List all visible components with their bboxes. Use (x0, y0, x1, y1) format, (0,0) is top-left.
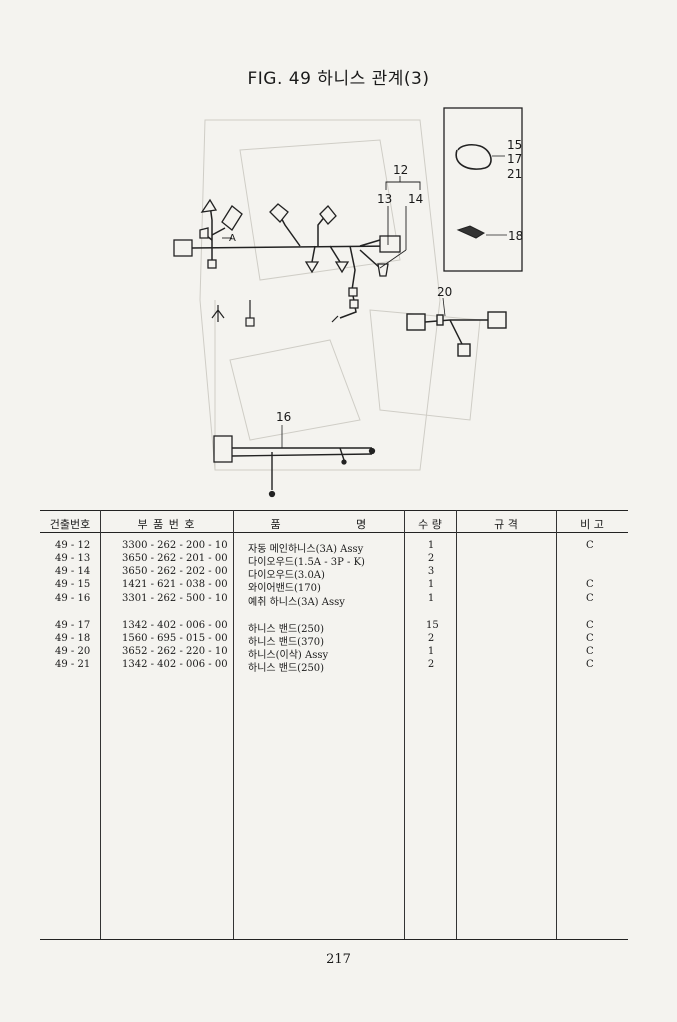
figure-title: FIG. 49 하니스 관계(3) (247, 69, 430, 89)
ref-no: 49 - 14 (55, 566, 91, 577)
harness-20 (406, 311, 507, 357)
part-number: 1342 - 402 - 006 - 00 (122, 659, 228, 670)
part-number: 3650 - 262 - 201 - 00 (122, 553, 228, 564)
remark: C (586, 540, 594, 551)
column-divider (100, 510, 101, 939)
ref-no: 49 - 16 (55, 593, 91, 604)
part-name: 다이오우드(1.5A - 3P - K) (248, 557, 365, 568)
part-number: 1342 - 402 - 006 - 00 (122, 620, 228, 631)
callout-14: 14 (408, 192, 423, 206)
callout-17: 17 (507, 152, 522, 166)
header-spec: 규 격 (494, 518, 518, 531)
callout-a: A (229, 233, 236, 244)
callout-12: 12 (393, 163, 408, 177)
remark: C (586, 593, 594, 604)
quantity: 1 (427, 646, 435, 657)
table-row: 49 - 15 1421 - 621 - 038 - 00 와이어밴드(170)… (40, 579, 628, 594)
table-row: 49 - 16 3301 - 262 - 500 - 10 예취 하니스(3A)… (40, 593, 628, 608)
column-divider (233, 510, 234, 939)
ref-no: 49 - 18 (55, 633, 91, 644)
ref-no: 49 - 15 (55, 579, 91, 590)
column-divider (556, 510, 557, 939)
part-number: 1560 - 695 - 015 - 00 (122, 633, 228, 644)
table-top-rule (40, 510, 628, 511)
callout-20: 20 (437, 285, 452, 299)
harness-band-clip (456, 225, 486, 239)
callout-16: 16 (276, 410, 291, 424)
header-remarks: 비 고 (580, 518, 604, 531)
table-row: 49 - 12 3300 - 262 - 200 - 10 자동 메인하니스(3… (40, 540, 628, 555)
table-row: 49 - 17 1342 - 402 - 006 - 00 하니스 밴드(250… (40, 620, 628, 635)
quantity: 2 (427, 659, 435, 670)
quantity: 1 (427, 579, 435, 590)
part-name: 하니스 밴드(370) (248, 637, 325, 648)
part-number: 3301 - 262 - 500 - 10 (122, 593, 228, 604)
table-bottom-rule (40, 939, 628, 940)
part-name: 하니스 밴드(250) (248, 663, 325, 674)
ref-no: 49 - 17 (55, 620, 91, 631)
quantity: 15 (426, 620, 439, 631)
part-number: 3650 - 262 - 202 - 00 (122, 566, 228, 577)
remark: C (586, 659, 594, 670)
part-name: 자동 메인하니스(3A) Assy (248, 544, 364, 555)
table-row: 49 - 14 3650 - 262 - 202 - 00 다이오우드(3.0A… (40, 566, 628, 581)
part-name: 다이오우드(3.0A) (248, 570, 325, 581)
ref-no: 49 - 20 (55, 646, 91, 657)
column-divider (404, 510, 405, 939)
table-row: 49 - 18 1560 - 695 - 015 - 00 하니스 밴드(370… (40, 633, 628, 648)
wire-band-ring (455, 143, 492, 170)
quantity: 1 (427, 593, 435, 604)
part-name: 와이어밴드(170) (248, 583, 321, 594)
table-header-rule (40, 532, 628, 533)
detail-box (443, 107, 523, 272)
header-qty: 수 량 (418, 518, 442, 531)
page-number: 217 (326, 952, 351, 967)
table-row: 49 - 13 3650 - 262 - 201 - 00 다이오우드(1.5A… (40, 553, 628, 568)
callout-13: 13 (377, 192, 392, 206)
part-number: 3652 - 262 - 220 - 10 (122, 646, 228, 657)
header-part-number: 부 품 번 호 (137, 518, 196, 531)
harness-16 (231, 425, 373, 490)
part-name: 하니스 밴드(250) (248, 624, 325, 635)
part-number: 3300 - 262 - 200 - 10 (122, 540, 228, 551)
remark: C (586, 646, 594, 657)
part-number: 1421 - 621 - 038 - 00 (122, 579, 228, 590)
ref-no: 49 - 13 (55, 553, 91, 564)
quantity: 3 (427, 566, 435, 577)
callout-15: 15 (507, 138, 522, 152)
background-machine-outline (199, 119, 481, 471)
quantity: 2 (427, 633, 435, 644)
remark: C (586, 633, 594, 644)
header-ref-no: 건출번호 (49, 518, 91, 531)
remark: C (586, 620, 594, 631)
remark: C (586, 579, 594, 590)
ref-no: 49 - 21 (55, 659, 91, 670)
table-row: 49 - 20 3652 - 262 - 220 - 10 하니스(이삭) As… (40, 646, 628, 661)
quantity: 2 (427, 553, 435, 564)
quantity: 1 (427, 540, 435, 551)
header-name-1: 품 (270, 518, 281, 531)
callout-21: 21 (507, 167, 522, 181)
header-name-2: 명 (355, 518, 367, 531)
table-row: 49 - 21 1342 - 402 - 006 - 00 하니스 밴드(250… (40, 659, 628, 674)
callout-18: 18 (508, 229, 523, 243)
part-name: 하니스(이삭) Assy (248, 650, 329, 661)
part-name: 예취 하니스(3A) Assy (248, 597, 345, 608)
harness-diagram: 12 13 14 15 17 21 18 20 16 A (173, 107, 523, 498)
ref-no: 49 - 12 (55, 540, 91, 551)
column-divider (456, 510, 457, 939)
